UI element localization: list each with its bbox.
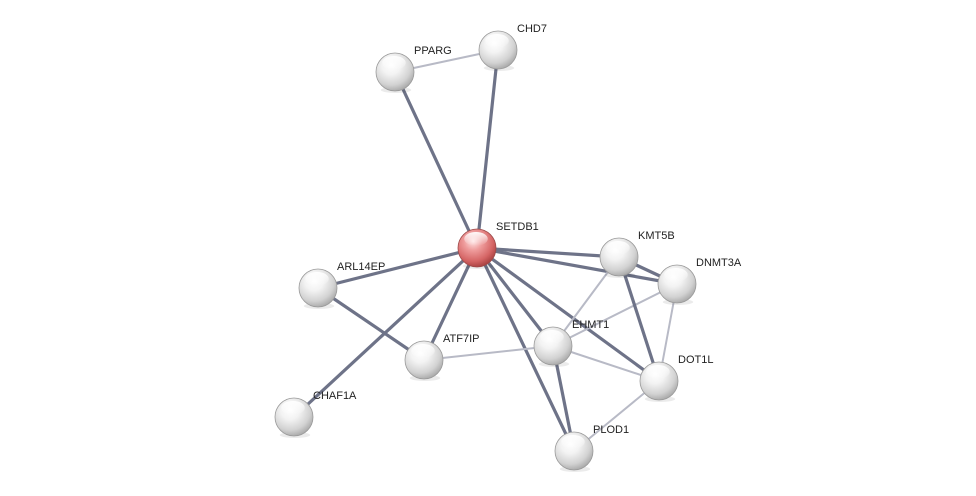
node-dot1l[interactable]: DOT1L xyxy=(639,354,713,402)
node-label: ARL14EP xyxy=(337,261,385,273)
edge-setdb1-atf7ip xyxy=(422,246,479,362)
node-label: KMT5B xyxy=(638,230,675,242)
edge-arl14ep-atf7ip xyxy=(316,286,426,362)
node-label: CHD7 xyxy=(517,23,547,35)
node-highlight xyxy=(606,241,630,255)
node-highlight xyxy=(646,365,670,379)
node-ehmt1[interactable]: EHMT1 xyxy=(533,319,609,367)
node-setdb1[interactable]: SETDB1 xyxy=(457,221,539,269)
edge-setdb1-chd7 xyxy=(475,48,500,250)
node-chd7[interactable]: CHD7 xyxy=(478,23,547,71)
edge-setdb1-ehmt1 xyxy=(475,246,555,348)
node-highlight xyxy=(411,344,435,358)
node-highlight xyxy=(540,330,564,344)
node-plod1[interactable]: PLOD1 xyxy=(554,424,629,472)
edge-ehmt1-dnmt3a xyxy=(552,283,678,347)
edge-setdb1-dot1l xyxy=(475,246,661,383)
node-label: PLOD1 xyxy=(593,424,629,436)
node-label: CHAF1A xyxy=(313,390,357,402)
node-highlight xyxy=(561,435,585,449)
edge-setdb1-kmt5b xyxy=(475,246,621,259)
node-highlight xyxy=(281,401,305,415)
node-label: ATF7IP xyxy=(443,333,479,345)
edge-setdb1-arl14ep xyxy=(316,246,479,290)
node-highlight xyxy=(382,56,406,70)
node-label: EHMT1 xyxy=(572,319,609,331)
node-label: PPARG xyxy=(414,45,452,57)
node-pparg[interactable]: PPARG xyxy=(375,45,452,93)
node-arl14ep[interactable]: ARL14EP xyxy=(298,261,385,309)
edge-setdb1-pparg xyxy=(393,70,479,250)
node-highlight xyxy=(305,272,329,286)
node-kmt5b[interactable]: KMT5B xyxy=(599,230,675,278)
node-label: SETDB1 xyxy=(496,221,539,233)
node-atf7ip[interactable]: ATF7IP xyxy=(404,333,479,381)
node-highlight xyxy=(464,232,488,246)
node-highlight xyxy=(664,268,688,282)
node-label: DNMT3A xyxy=(696,257,742,269)
edge-setdb1-dnmt3a xyxy=(475,246,679,286)
edge-ehmt1-atf7ip xyxy=(423,345,554,361)
node-chaf1a[interactable]: CHAF1A xyxy=(274,390,357,438)
node-dnmt3a[interactable]: DNMT3A xyxy=(657,257,742,305)
node-highlight xyxy=(485,34,509,48)
edge-kmt5b-dot1l xyxy=(617,255,661,383)
node-label: DOT1L xyxy=(678,354,713,366)
